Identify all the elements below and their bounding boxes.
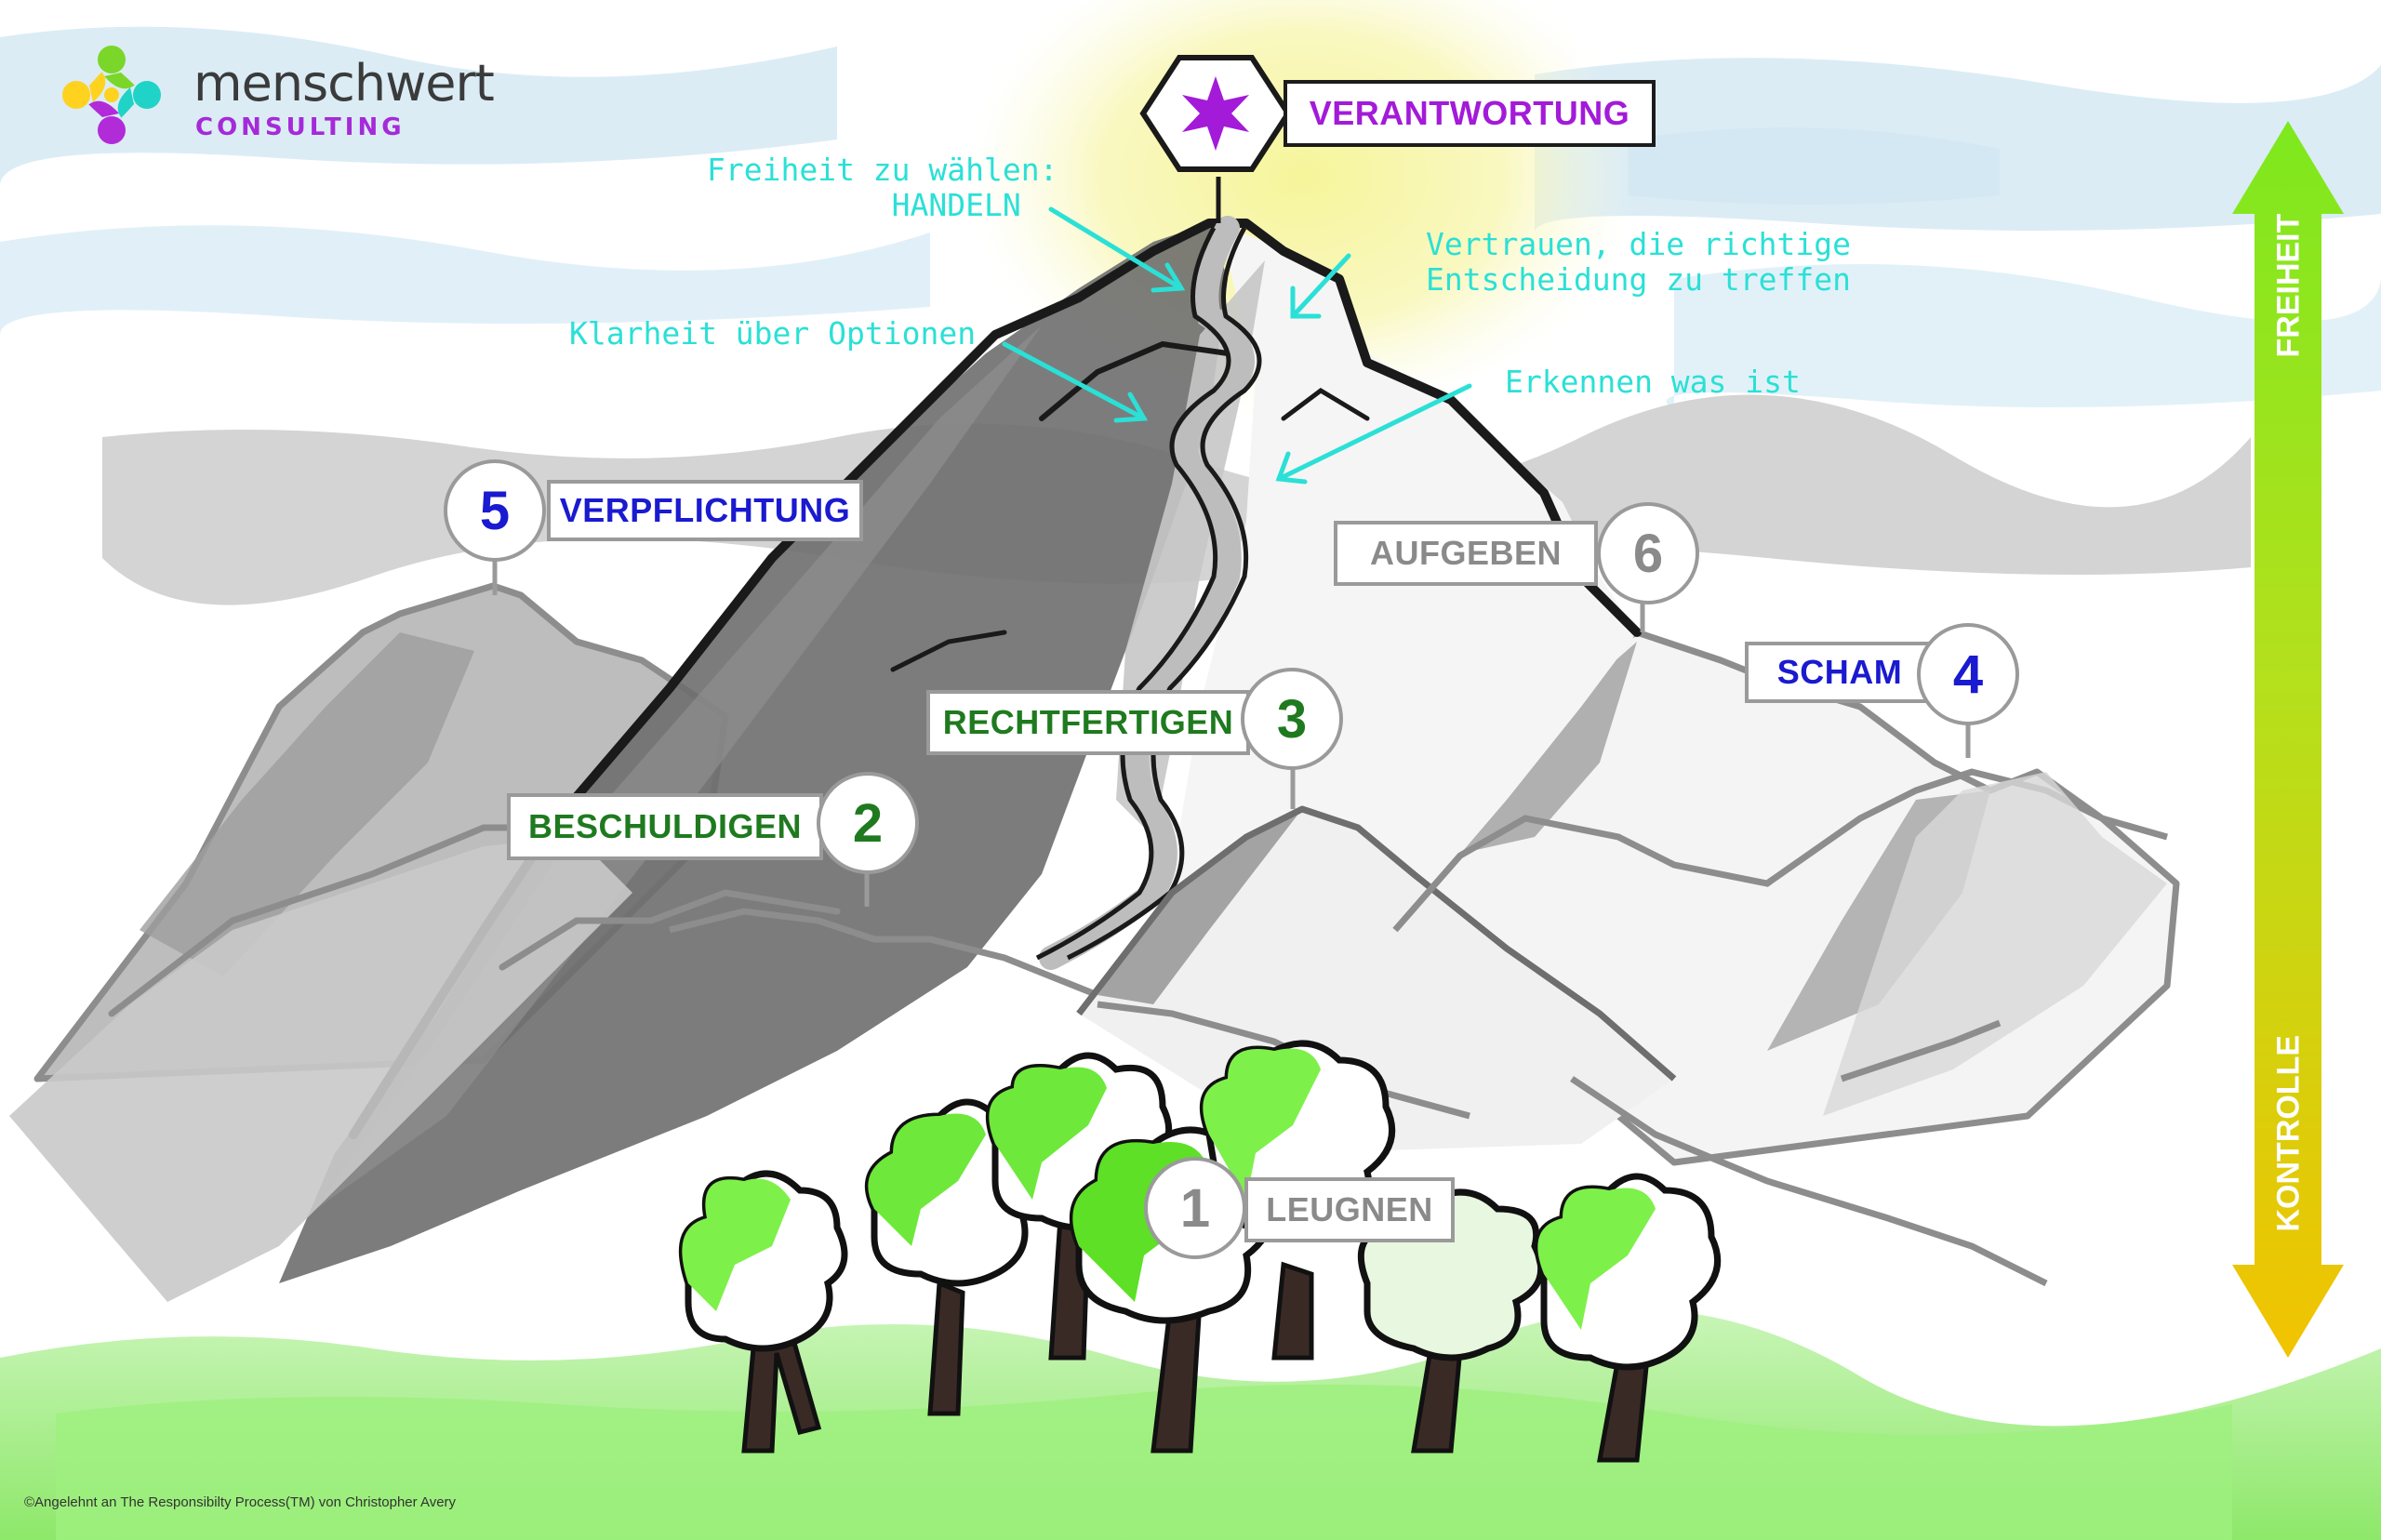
level-6-text: AUFGEBEN: [1369, 534, 1562, 572]
note-vertrauen: Vertrauen, die richtige Entscheidung zu …: [1426, 226, 1851, 298]
copyright-footnote: ©Angelehnt an The Responsibilty Process(…: [24, 1494, 457, 1510]
level-1-number: 1: [1179, 1177, 1211, 1239]
tree-7: [1534, 1173, 1722, 1463]
level-2-badge: 2: [817, 772, 919, 874]
summit-label: VERANTWORTUNG: [1284, 80, 1656, 147]
level-3-label: RECHTFERTIGEN: [926, 690, 1250, 755]
logo-subtitle: CONSULTING: [195, 113, 406, 141]
level-2-number: 2: [852, 792, 884, 854]
level-5-number: 5: [479, 480, 511, 541]
level-3-badge: 3: [1241, 668, 1343, 770]
mountain-far-right: [1823, 772, 2167, 1116]
summit-hexagon-sign: [1139, 55, 1292, 172]
level-1-label: LEUGNEN: [1244, 1177, 1455, 1242]
star-icon: [1182, 76, 1249, 151]
summit-label-text: VERANTWORTUNG: [1309, 94, 1630, 132]
freedom-control-axis: [2232, 121, 2344, 1358]
sky-clouds: [0, 26, 2381, 409]
level-6-badge: 6: [1597, 502, 1699, 604]
summit-trail: [1039, 216, 1255, 970]
level-5-text: VERPFLICHTUNG: [559, 491, 851, 529]
annotation-arrows: [1002, 206, 1472, 485]
level-4-number: 4: [1952, 644, 1984, 705]
note-freiheit: Freiheit zu wählen: HANDELN: [707, 152, 1058, 223]
level-4-text: SCHAM: [1776, 653, 1903, 691]
level-5-badge: 5: [444, 459, 546, 562]
level-2-label: BESCHULDIGEN: [507, 793, 823, 860]
level-6-number: 6: [1632, 523, 1664, 584]
mountain-front-left: [9, 837, 632, 1302]
main-peak-outline: [414, 219, 1642, 1037]
tree-1: [678, 1170, 848, 1454]
tree-group: [678, 1040, 1722, 1463]
level-6-label: AUFGEBEN: [1334, 521, 1598, 586]
level-1-text: LEUGNEN: [1266, 1190, 1433, 1228]
level-2-text: BESCHULDIGEN: [527, 807, 803, 845]
level-5-label: VERPFLICHTUNG: [547, 480, 863, 541]
note-klarheit: Klarheit über Optionen: [569, 315, 977, 352]
axis-label-kontrolle: KONTROLLE: [2270, 1034, 2307, 1232]
level-3-text: RECHTFERTIGEN: [942, 703, 1234, 741]
level-3-number: 3: [1276, 688, 1308, 750]
axis-label-freiheit: FREIHEIT: [2270, 213, 2307, 358]
logo-name: menschwert: [193, 54, 495, 113]
level-1-badge: 1: [1144, 1157, 1246, 1259]
logo-mark: [62, 46, 161, 144]
level-4-label: SCHAM: [1745, 642, 1935, 703]
note-erkennen: Erkennen was ist: [1505, 364, 1801, 400]
level-4-badge: 4: [1917, 623, 2019, 725]
